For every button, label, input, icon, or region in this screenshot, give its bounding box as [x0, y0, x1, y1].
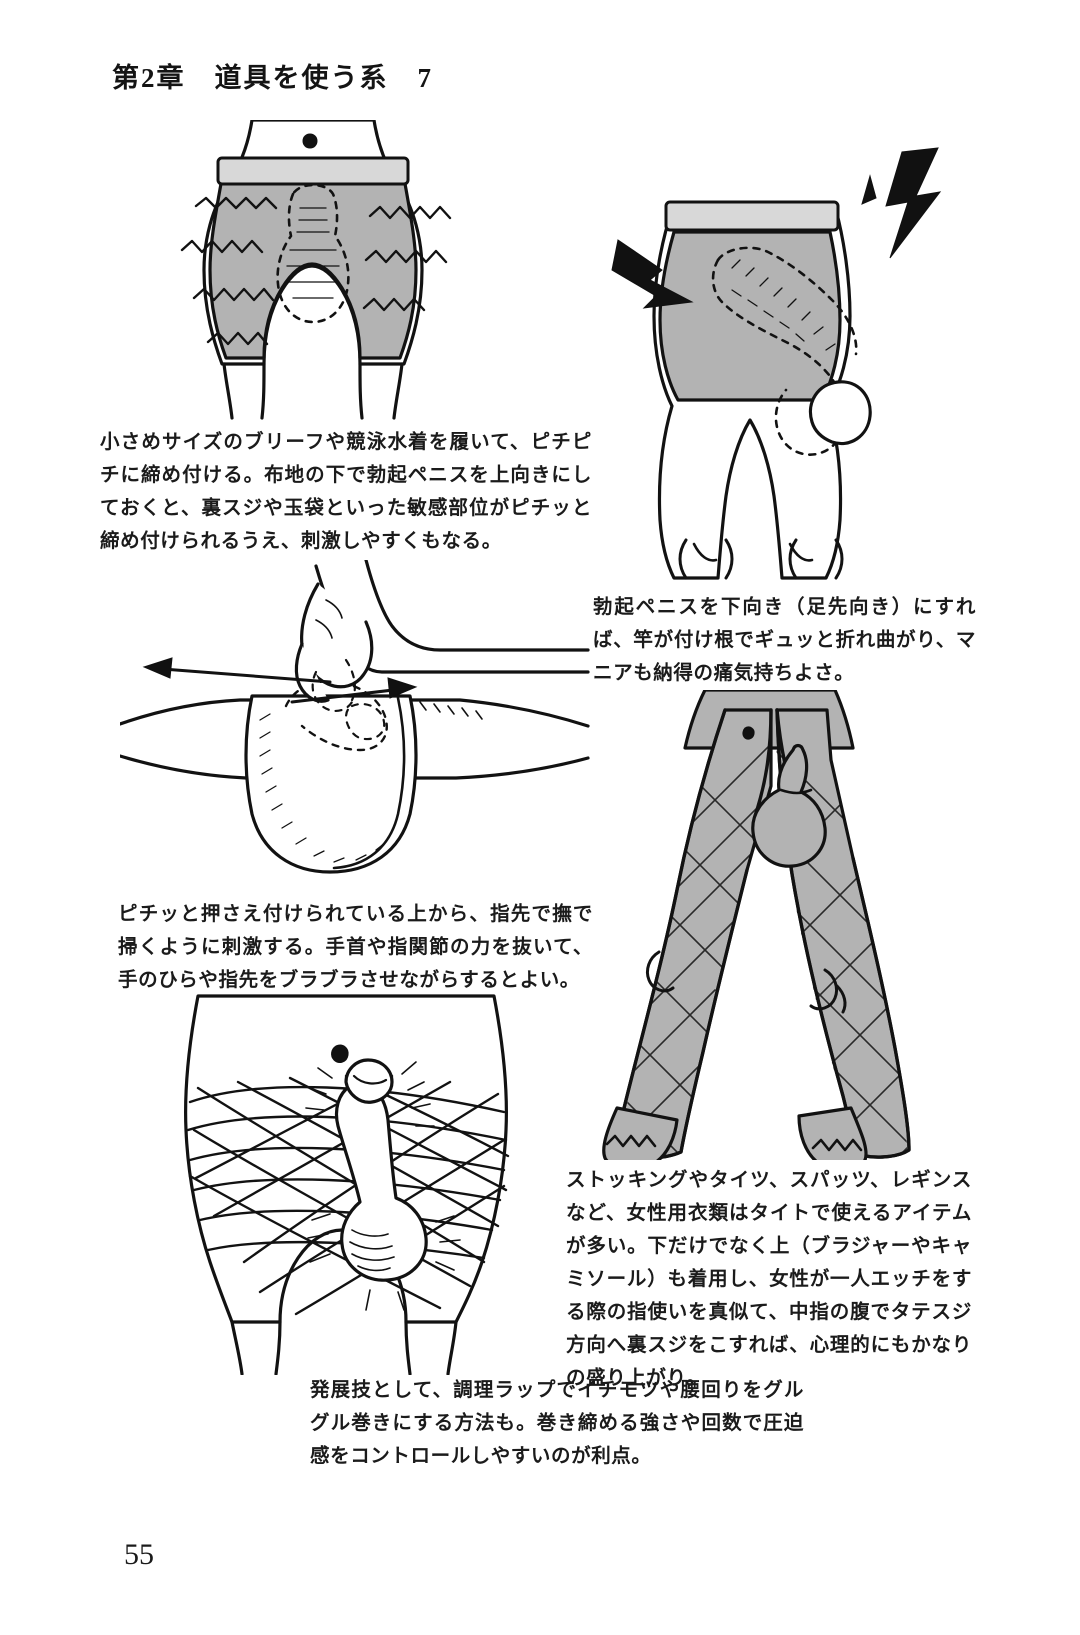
chapter-header: 第2章 道具を使う系 7 — [112, 63, 433, 93]
caption-briefs-text: 小さめサイズのブリーフや競泳水着を履いて、ピチピチに締め付ける。布地の下で勃起ペ… — [100, 430, 592, 552]
caption-downward: 勃起ペニスを下向き（足先向き）にすれば、竿が付け根でギュッと折れ曲がり、マニアも… — [593, 590, 976, 689]
briefs-front-figure — [160, 118, 500, 420]
stockings-legs-figure — [585, 688, 955, 1171]
page-number: 55 — [124, 1538, 154, 1571]
caption-briefs: 小さめサイズのブリーフや競泳水着を履いて、ピチピチに締め付ける。布地の下で勃起ペ… — [100, 425, 592, 557]
caption-stockings-text: ストッキングやタイツ、スパッツ、レギンスなど、女性用衣類はタイトで使えるアイテム… — [566, 1168, 972, 1389]
hand-stroking-figure — [118, 558, 590, 890]
caption-wrap: 発展技として、調理ラップでイチモツや腰回りをグルグル巻きにする方法も。巻き締める… — [310, 1373, 804, 1472]
plastic-wrap-figure — [140, 990, 620, 1376]
caption-stroke-text: ピチッと押さえ付けられている上から、指先で撫で掃くように刺激する。手首や指関節の… — [118, 902, 593, 991]
caption-downward-text: 勃起ペニスを下向き（足先向き）にすれば、竿が付け根でギュッと折れ曲がり、マニアも… — [593, 595, 976, 684]
briefs-downward-figure — [600, 140, 1000, 580]
caption-stroke: ピチッと押さえ付けられている上から、指先で撫で掃くように刺激する。手首や指関節の… — [118, 897, 593, 996]
caption-wrap-text: 発展技として、調理ラップでイチモツや腰回りをグルグル巻きにする方法も。巻き締める… — [310, 1378, 804, 1467]
caption-stockings: ストッキングやタイツ、スパッツ、レギンスなど、女性用衣類はタイトで使えるアイテム… — [566, 1163, 972, 1394]
